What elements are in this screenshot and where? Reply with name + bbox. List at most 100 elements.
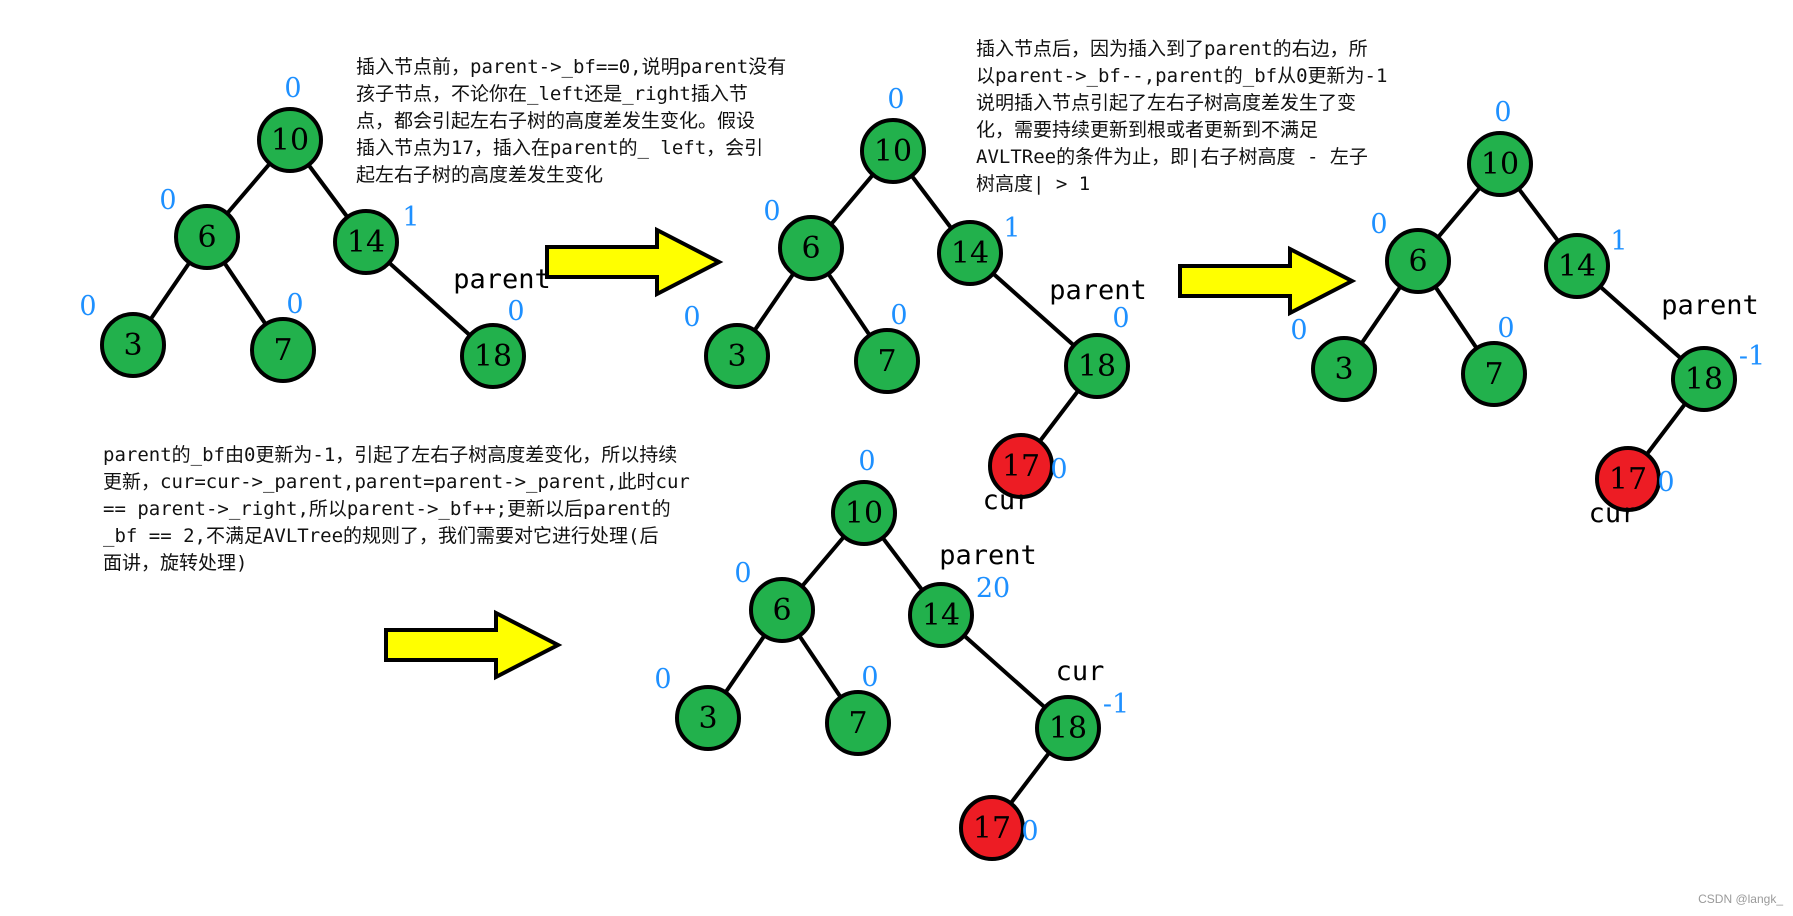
- node-circle: [250, 317, 316, 383]
- node-key: 14: [347, 225, 385, 260]
- balance-factor: 0: [159, 185, 176, 216]
- node-circle: [749, 577, 815, 643]
- tree-node-17: 17: [959, 795, 1025, 861]
- tree-node-6: 6: [174, 204, 240, 270]
- node-circle: [704, 323, 770, 389]
- node-circle: [1671, 346, 1737, 412]
- node-circle: [174, 204, 240, 270]
- node-circle: [1064, 333, 1130, 399]
- tree-node-18: 18: [1035, 695, 1101, 761]
- node-key: 7: [1484, 357, 1503, 392]
- tree-node-7: 7: [825, 690, 891, 756]
- node-circle: [854, 328, 920, 394]
- step-arrow: [545, 226, 724, 298]
- node-key: 14: [1558, 249, 1596, 284]
- cur-label: cur: [1056, 656, 1105, 687]
- tree-node-6: 6: [778, 215, 844, 281]
- node-key: 18: [1078, 349, 1116, 384]
- tree-node-10: 10: [860, 118, 926, 184]
- balance-factor: 20: [976, 573, 1010, 604]
- tree-node-14: 14: [937, 220, 1003, 286]
- node-circle: [333, 209, 399, 275]
- step-arrow: [1178, 245, 1357, 317]
- node-circle: [825, 690, 891, 756]
- balance-factor: 0: [1497, 313, 1514, 344]
- node-key: 14: [951, 236, 989, 271]
- node-circle: [100, 312, 166, 378]
- node-circle: [460, 323, 526, 389]
- node-key: 18: [1685, 362, 1723, 397]
- balance-factor: 1: [1003, 213, 1020, 244]
- node-key: 7: [273, 333, 292, 368]
- node-circle: [937, 220, 1003, 286]
- balance-factor: 0: [887, 84, 904, 115]
- tree4: 10 6 14 3 7 18 17: [675, 480, 1101, 861]
- tree-node-3: 3: [675, 685, 741, 751]
- node-circle: [1461, 341, 1527, 407]
- tree-node-17: 17: [1595, 446, 1661, 512]
- node-key: 3: [123, 328, 142, 363]
- tree-node-14: 14: [908, 582, 974, 648]
- node-circle: [1544, 233, 1610, 299]
- node-circle: [959, 795, 1025, 861]
- tree-node-10: 10: [831, 480, 897, 546]
- tree-node-3: 3: [1311, 336, 1377, 402]
- tree-node-7: 7: [1461, 341, 1527, 407]
- node-circle: [675, 685, 741, 751]
- tree-node-7: 7: [854, 328, 920, 394]
- balance-factor: 1: [1610, 226, 1627, 257]
- balance-factor: 0: [286, 289, 303, 320]
- node-key: 10: [271, 123, 309, 158]
- step-arrow: [384, 609, 563, 681]
- node-key: 7: [877, 344, 896, 379]
- balance-factor: 0: [890, 300, 907, 331]
- tree-node-3: 3: [704, 323, 770, 389]
- balance-factor: 0: [1370, 209, 1387, 240]
- balance-factor: 0: [683, 302, 700, 333]
- node-key: 6: [197, 220, 216, 255]
- tree-node-7: 7: [250, 317, 316, 383]
- balance-factor: 0: [654, 664, 671, 695]
- balance-factor: 1: [402, 202, 419, 233]
- node-key: 6: [801, 231, 820, 266]
- balance-factor: 0: [79, 291, 96, 322]
- balance-factor: 0: [1021, 816, 1038, 847]
- cur-label: cur: [983, 485, 1032, 516]
- node-key: 18: [1049, 711, 1087, 746]
- tree-node-10: 10: [1467, 131, 1533, 197]
- tree-node-14: 14: [333, 209, 399, 275]
- node-key: 6: [1408, 244, 1427, 279]
- tree-node-10: 10: [257, 107, 323, 173]
- node-circle: [778, 215, 844, 281]
- parent-label: parent: [939, 540, 1037, 571]
- balance-factor: 0: [1050, 454, 1067, 485]
- node-circle: [860, 118, 926, 184]
- node-circle: [988, 433, 1054, 499]
- note-update-up: parent的_bf由0更新为-1，引起了左右子树高度差变化，所以持续 更新，c…: [103, 444, 690, 574]
- balance-factor: 0: [507, 296, 524, 327]
- node-circle: [1467, 131, 1533, 197]
- balance-factor: -1: [1739, 341, 1765, 372]
- node-key: 6: [772, 593, 791, 628]
- node-key: 7: [848, 706, 867, 741]
- parent-label: parent: [1661, 290, 1759, 321]
- node-circle: [908, 582, 974, 648]
- balance-factor: -1: [1103, 689, 1129, 720]
- node-key: 17: [973, 811, 1011, 846]
- node-key: 10: [1481, 147, 1519, 182]
- node-key: 18: [474, 339, 512, 374]
- node-circle: [1311, 336, 1377, 402]
- tree-node-18: 18: [1671, 346, 1737, 412]
- node-key: 10: [845, 496, 883, 531]
- parent-label: parent: [1049, 275, 1147, 306]
- note-after-insert: 插入节点后，因为插入到了parent的右边，所 以parent->_bf--,p…: [976, 38, 1388, 195]
- tree-node-14: 14: [1544, 233, 1610, 299]
- node-key: 17: [1609, 462, 1647, 497]
- balance-factor: 0: [1112, 303, 1129, 334]
